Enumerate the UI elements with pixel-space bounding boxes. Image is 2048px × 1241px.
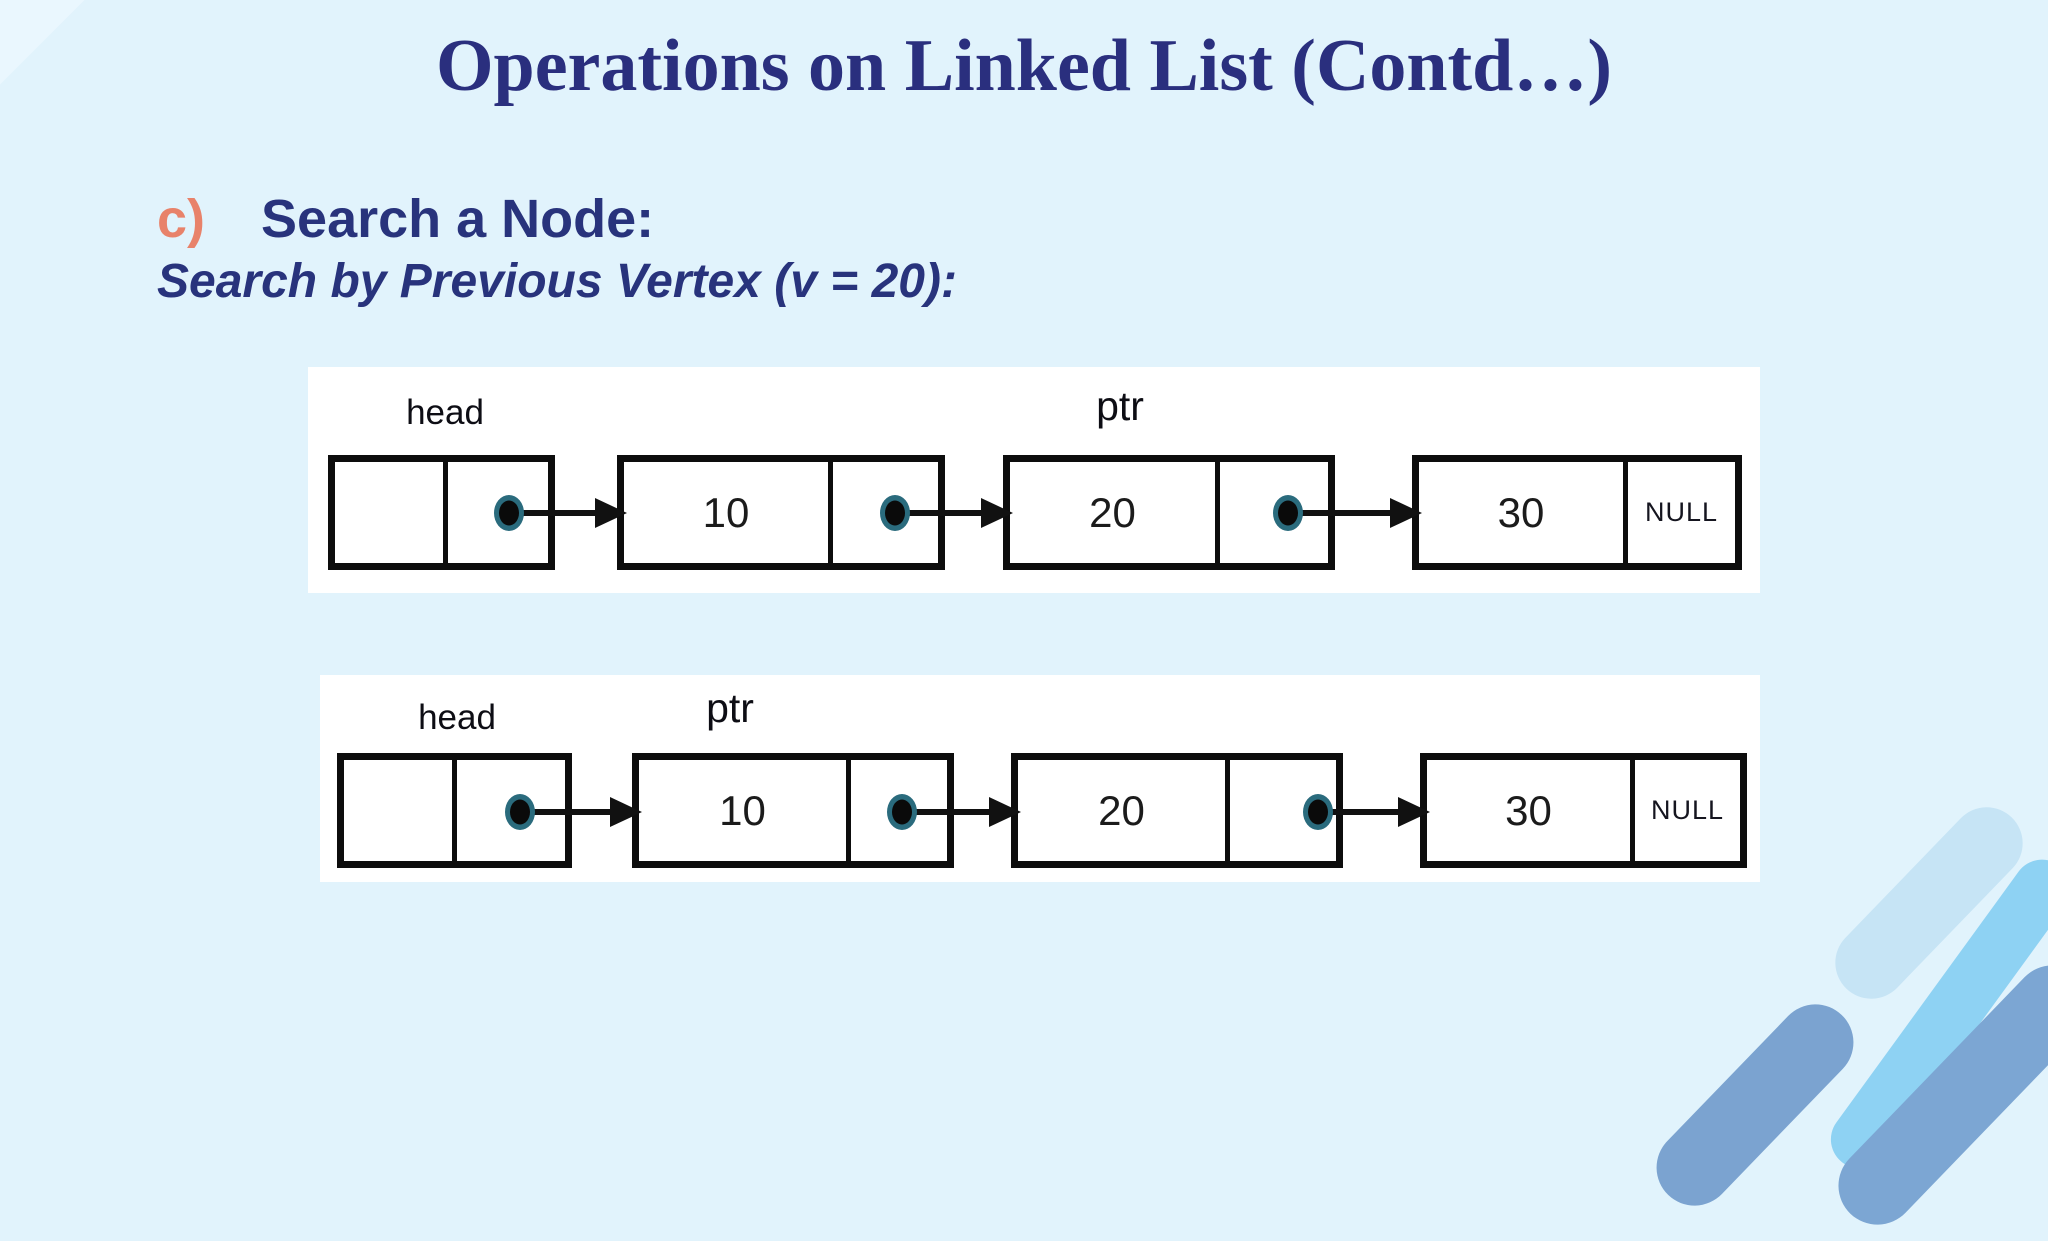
node-value: 20: [1089, 488, 1136, 536]
section-marker: c): [157, 189, 206, 249]
list-node-10: 10: [632, 753, 954, 868]
node-value: 30: [1497, 488, 1545, 536]
node-value: 10: [719, 786, 766, 834]
pointer-arrows-layer: [505, 794, 1430, 830]
head-pointer-box: [337, 753, 572, 868]
list-node-20: 20: [1011, 753, 1343, 868]
node-pointer-cell: [846, 760, 947, 861]
head-pointer-cell: [452, 760, 565, 861]
pointer-arrows-layer: [494, 495, 1422, 531]
node-pointer-cell: [1215, 462, 1328, 563]
pointer-arrow-10-to-20: [880, 495, 1013, 531]
head-label: head: [418, 698, 496, 737]
linked-list-diagram-step1: head ptr 10 20 30 NULL: [308, 367, 1760, 593]
node-pointer-cell: [828, 462, 938, 563]
ptr-label: ptr: [1096, 383, 1144, 429]
pointer-arrow-20-to-30: [1303, 794, 1430, 830]
slide: { "title": "Operations on Linked List (C…: [157, 25, 2048, 1241]
head-label: head: [406, 393, 484, 432]
ptr-label: ptr: [706, 685, 754, 731]
section-heading: c) Search a Node:: [157, 188, 654, 250]
list-node-30: 30 NULL: [1420, 753, 1747, 868]
head-pointer-cell: [443, 462, 548, 563]
null-cell: NULL: [1623, 462, 1735, 563]
pointer-arrow-head-to-10: [494, 495, 627, 531]
decorative-stripe-slate-small: [1640, 988, 1870, 1222]
section-subheading: Search by Previous Vertex (v = 20):: [157, 255, 957, 308]
section-heading-label: Search a Node:: [261, 189, 655, 249]
pointer-arrow-10-to-20: [887, 794, 1021, 830]
node-value: 20: [1098, 786, 1145, 834]
node-value: 30: [1505, 786, 1552, 834]
null-cell: NULL: [1630, 760, 1740, 861]
page-title: Operations on Linked List (Contd…): [436, 25, 1612, 107]
node-value: 10: [702, 488, 750, 536]
pointer-arrow-head-to-10: [505, 794, 642, 830]
pointer-arrow-20-to-30: [1273, 495, 1422, 531]
node-pointer-cell: [1225, 760, 1336, 861]
linked-list-diagram-step2: head ptr 10 20 30 NULL: [320, 675, 1760, 882]
